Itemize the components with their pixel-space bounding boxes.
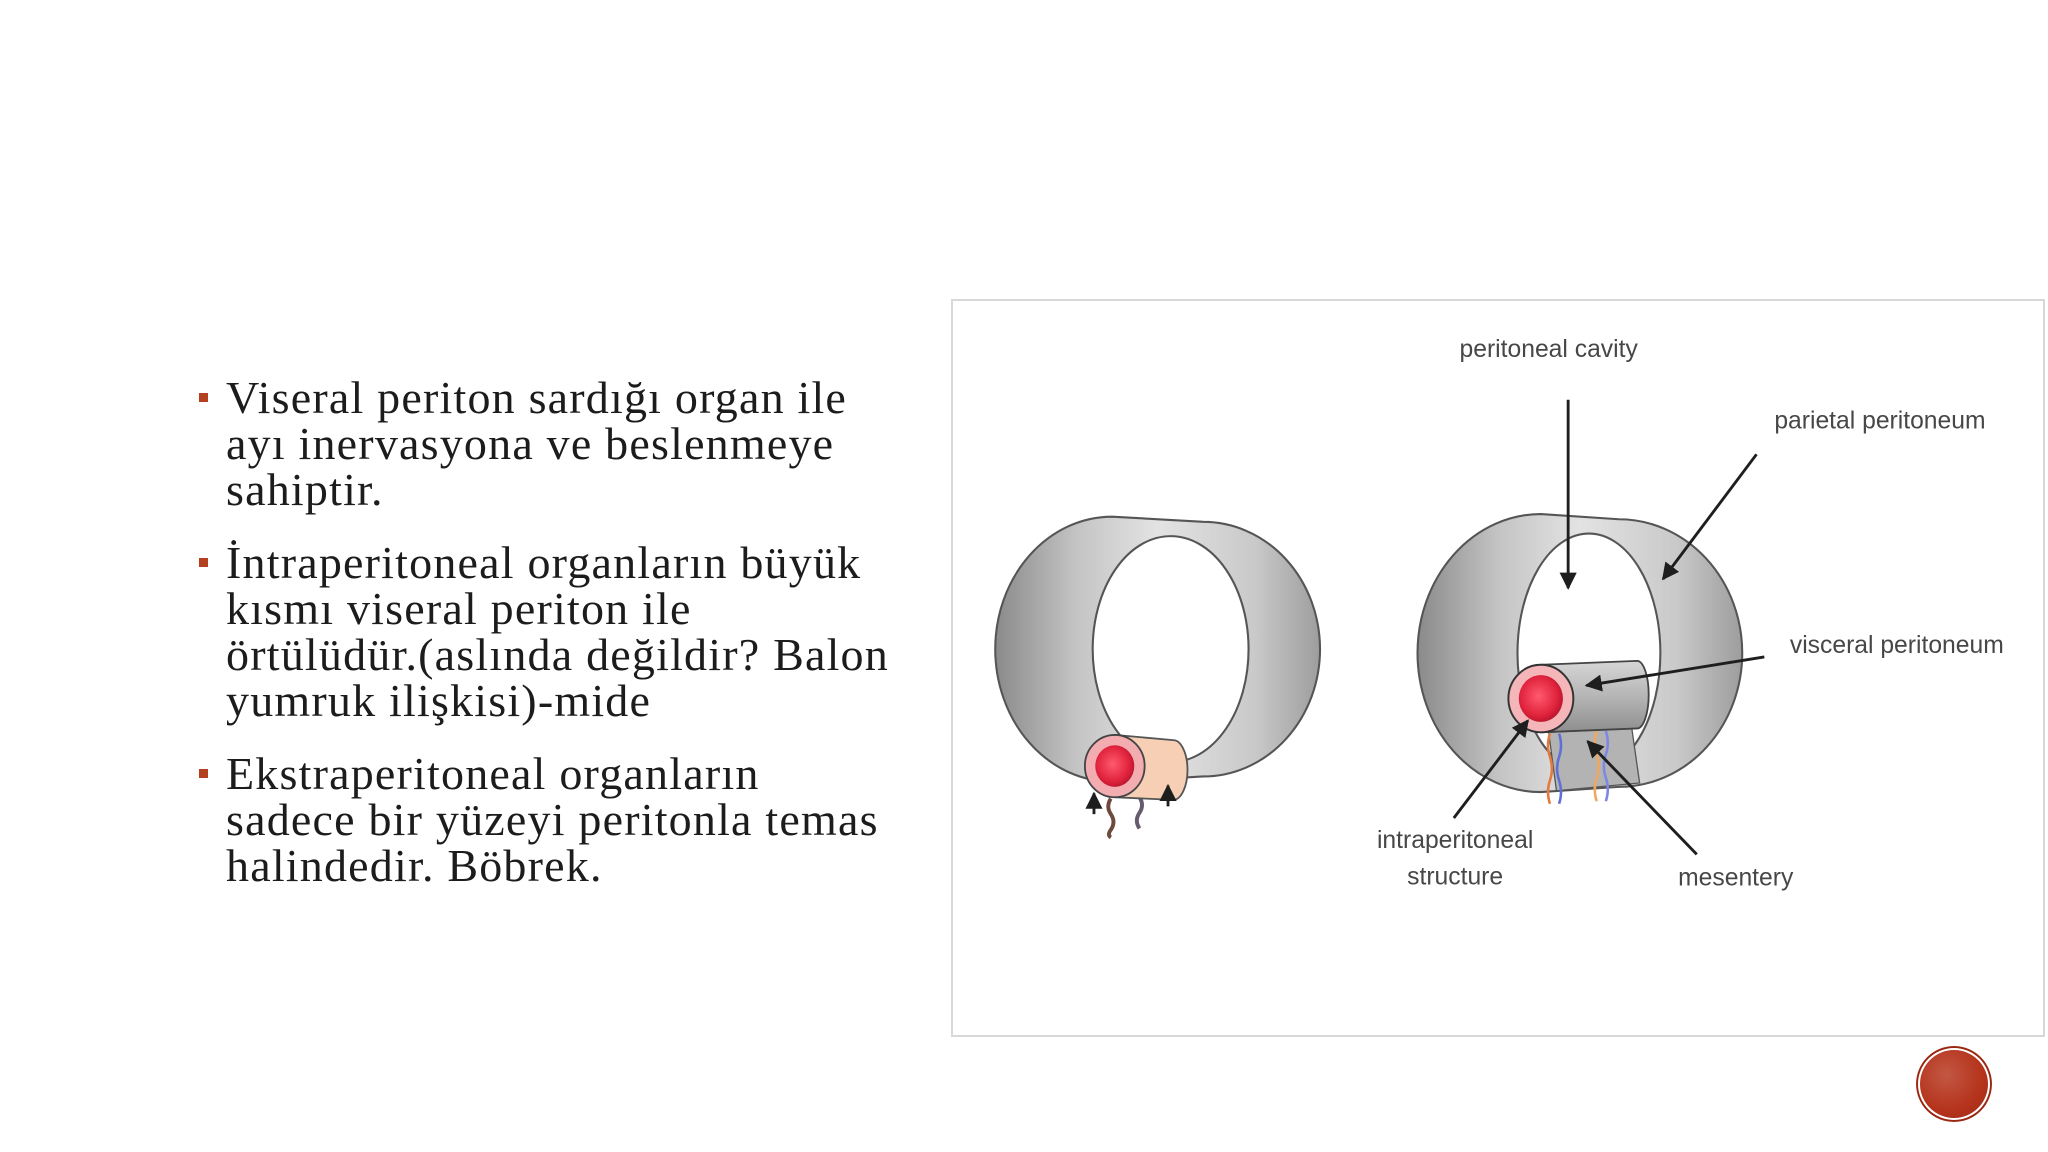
label-peritoneal-cavity: peritoneal cavity	[1460, 336, 1639, 363]
label-visceral-peritoneum: visceral peritoneum	[1790, 632, 2004, 659]
label-mesentery: mesentery	[1678, 865, 1794, 892]
label-parietal-peritoneum: parietal peritoneum	[1774, 407, 1985, 434]
bullet-item: İntraperitoneal organların büyük kısmı v…	[199, 540, 939, 724]
bullet-line: Viseral periton sardığı organ ile	[226, 372, 848, 423]
bullet-line: örtülüdür.(aslında değildir? Balon	[226, 629, 889, 680]
mesentery-arrow	[1586, 740, 1698, 856]
bullet-marker	[199, 393, 208, 402]
left-gut-lumen	[1095, 745, 1135, 787]
bullet-line: ayı inervasyona ve beslenmeye	[226, 418, 835, 469]
label-intraperitoneal-structure-line2: structure	[1407, 863, 1503, 890]
mesentery-vessel	[1555, 733, 1563, 805]
bullet-line: sahiptir.	[226, 464, 384, 515]
label-arrows	[1452, 399, 1765, 856]
right-gut-lumen	[1518, 675, 1563, 722]
slide-corner-badge	[1916, 1046, 1992, 1122]
bullet-marker	[199, 769, 208, 778]
peritoneum-diagram-svg: peritoneal cavity parietal peritoneum vi…	[994, 336, 2004, 892]
left-vessel	[1134, 796, 1144, 830]
intraperitoneal-structure-arrow	[1452, 719, 1530, 819]
right-figure	[1416, 513, 1744, 805]
bullet-line: İntraperitoneal organların büyük	[226, 537, 862, 588]
bullet-line: kısmı viseral periton ile	[226, 583, 692, 634]
left-figure	[994, 515, 1321, 840]
bullet-line: Ekstraperitoneal organların	[226, 748, 760, 799]
left-vessel	[1106, 797, 1116, 840]
bullet-item: Viseral periton sardığı organ ile ayı in…	[199, 375, 939, 513]
bullet-line: halindedir. Böbrek.	[226, 840, 603, 891]
mesentery-vessel	[1602, 730, 1610, 802]
bullet-marker	[199, 558, 208, 567]
bullet-line: sadece bir yüzeyi peritonla temas	[226, 794, 879, 845]
bullet-item: Ekstraperitoneal organların sadece bir y…	[199, 751, 939, 889]
visceral-peritoneum-arrow	[1584, 655, 1765, 692]
bullet-list: Viseral periton sardığı organ ile ayı in…	[199, 375, 939, 916]
diagram-labels: peritoneal cavity parietal peritoneum vi…	[1377, 336, 2004, 892]
mesentery-vessel	[1546, 733, 1554, 805]
parietal-peritoneum-arrow	[1661, 453, 1758, 581]
left-ring-opening	[1091, 535, 1250, 764]
peritoneum-diagram: peritoneal cavity parietal peritoneum vi…	[951, 299, 2045, 1037]
bullet-line: yumruk ilişkisi)-mide	[226, 675, 652, 726]
label-intraperitoneal-structure-line1: intraperitoneal	[1377, 827, 1533, 854]
